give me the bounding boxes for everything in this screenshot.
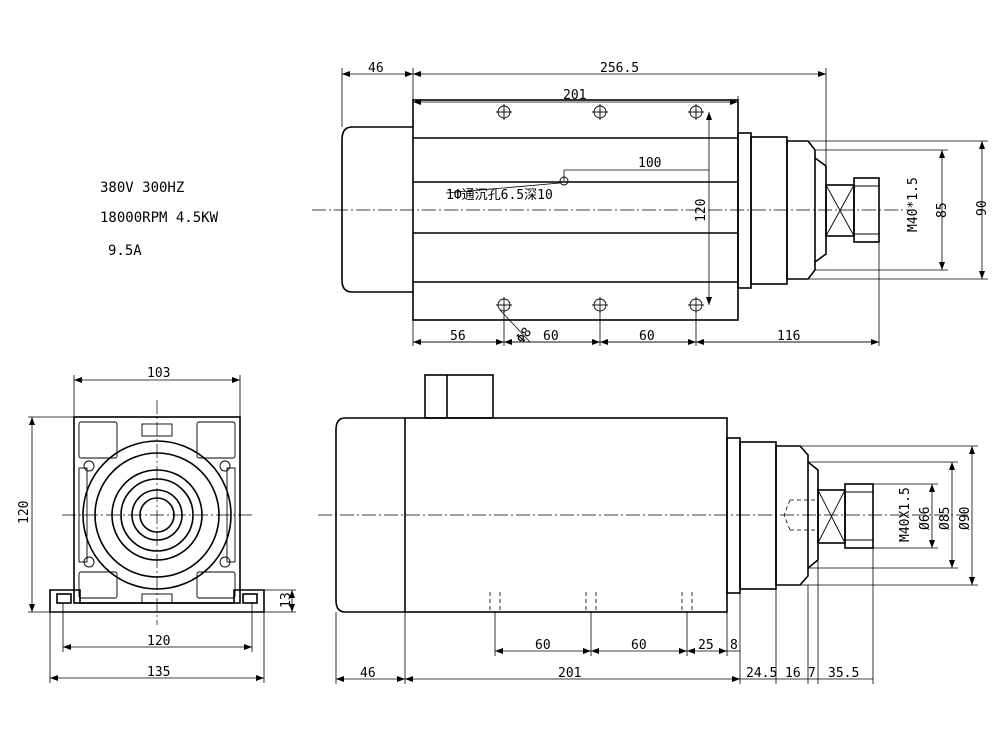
- dim-side-7: 7: [808, 666, 816, 681]
- dim-top-90: 90: [975, 200, 990, 216]
- dia-66: Ø66: [918, 507, 933, 530]
- dim-side-60a: 60: [535, 638, 551, 653]
- dim-side-24: 24.5: [746, 666, 777, 681]
- dim-side-25: 25: [698, 638, 714, 653]
- dim-end-120h: 120: [147, 634, 170, 649]
- dim-side-60b: 60: [631, 638, 647, 653]
- dim-top-46: 46: [368, 61, 384, 76]
- dim-end-103: 103: [147, 366, 170, 381]
- dia-85: Ø85: [938, 507, 953, 530]
- dim-side-35: 35.5: [828, 666, 859, 681]
- side-view: M40X1.5 Ø66 Ø85 Ø90 60 60 25 8 46: [318, 374, 978, 684]
- dim-top-56: 56: [450, 329, 466, 344]
- dim-top-116: 116: [777, 329, 800, 344]
- dim-top-85: 85: [935, 202, 950, 218]
- dim-side-16: 16: [785, 666, 801, 681]
- dim-top-100: 100: [638, 156, 661, 171]
- dim-end-135: 135: [147, 665, 170, 680]
- end-view: 103 120 120 135 13: [17, 366, 296, 683]
- dim-top-201: 201: [563, 88, 586, 103]
- spec-current: 9.5A: [108, 243, 142, 259]
- thread-side: M40X1.5: [898, 487, 913, 542]
- spec-block: 380V 300HZ 18000RPM 4.5KW 9.5A: [100, 180, 219, 259]
- dia-90: Ø90: [958, 507, 973, 530]
- hole-note: 1Ф通沉孔6.5深10: [446, 188, 553, 203]
- dim-top-60b: 60: [639, 329, 655, 344]
- dim-top-256: 256.5: [600, 61, 639, 76]
- dim-end-120v: 120: [17, 501, 32, 524]
- dim-side-46: 46: [360, 666, 376, 681]
- dim-end-13: 13: [279, 592, 294, 608]
- thread-top: M40*1.5: [906, 177, 921, 232]
- spec-voltage: 380V 300HZ: [100, 180, 184, 196]
- dim-top-60a: 60: [543, 329, 559, 344]
- dim-side-201: 201: [558, 666, 581, 681]
- spec-speed-power: 18000RPM 4.5KW: [100, 210, 219, 226]
- top-view: 46 256.5 201 100 120 1Ф通沉孔6.5深10 M40*1.5…: [312, 61, 990, 347]
- dim-top-120: 120: [694, 199, 709, 222]
- dim-side-8: 8: [730, 638, 738, 653]
